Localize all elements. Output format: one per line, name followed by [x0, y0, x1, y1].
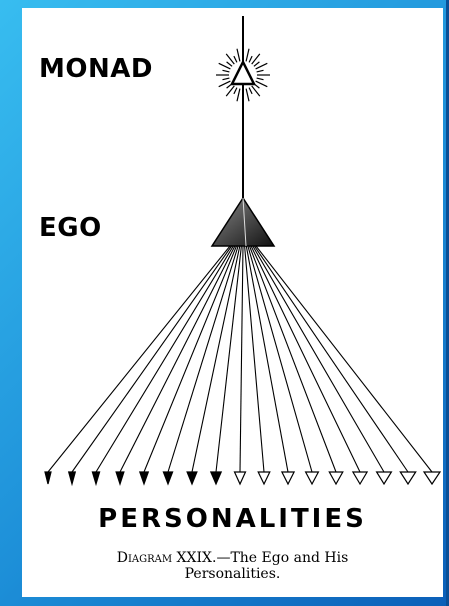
- personality-line: [245, 246, 264, 472]
- radiance-ray: [223, 78, 230, 80]
- personality-arrowhead-icon: [69, 472, 76, 484]
- personality-arrowhead-icon: [353, 472, 367, 484]
- personality-arrowhead-icon: [424, 472, 440, 484]
- personality-line: [254, 246, 408, 472]
- caption-lead: Diagram XXIX.: [117, 550, 217, 566]
- caption-line-1-rest: —The Ego and His: [216, 550, 348, 566]
- personality-arrowhead-icon: [400, 472, 415, 484]
- personality-line: [192, 246, 240, 472]
- personality-arrowheads: [45, 472, 440, 484]
- caption-line-1: Diagram XXIX.—The Ego and His: [22, 550, 443, 566]
- personality-line: [248, 246, 312, 472]
- personalities-label: PERSONALITIES: [22, 506, 443, 532]
- ego-label: EGO: [39, 215, 102, 241]
- personality-arrowhead-icon: [92, 472, 99, 484]
- personality-arrowhead-icon: [187, 472, 197, 484]
- personality-arrowhead-icon: [306, 472, 319, 484]
- personality-arrowhead-icon: [235, 472, 246, 484]
- radiance-ray: [227, 62, 233, 66]
- personality-line: [72, 246, 232, 472]
- personality-line: [240, 246, 243, 472]
- radiance-ray: [246, 49, 249, 62]
- personality-arrowhead-icon: [329, 472, 343, 484]
- personality-line: [253, 246, 384, 472]
- radiance-ray: [257, 78, 264, 80]
- personality-arrowhead-icon: [258, 472, 270, 484]
- personality-arrowhead-icon: [140, 472, 149, 484]
- personality-arrowhead-icon: [211, 472, 221, 484]
- personality-line: [216, 246, 241, 472]
- personality-arrowhead-icon: [163, 472, 172, 484]
- monad-triangle-icon: [232, 62, 254, 84]
- diagram-caption: Diagram XXIX.—The Ego and His Personalit…: [22, 550, 443, 582]
- radiance-ray: [223, 70, 230, 72]
- personality-line: [96, 246, 233, 472]
- radiance-ray: [237, 49, 240, 62]
- radiance-ray: [234, 88, 237, 94]
- radiance-ray: [249, 56, 252, 62]
- personality-lines: [48, 246, 432, 472]
- caption-line-2: Personalities.: [22, 566, 443, 582]
- personality-arrowhead-icon: [45, 472, 51, 484]
- personality-line: [144, 246, 237, 472]
- personality-arrowhead-icon: [377, 472, 392, 484]
- radiance-ray: [254, 62, 260, 66]
- monad-label: MONAD: [39, 56, 153, 82]
- radiance-ray: [234, 56, 237, 62]
- personality-line: [250, 246, 337, 472]
- personality-line: [120, 246, 235, 472]
- radiance-ray: [237, 89, 240, 102]
- personality-arrowhead-icon: [116, 472, 124, 484]
- radiance-ray: [246, 89, 249, 102]
- radiance-ray: [257, 70, 264, 72]
- diagram-plate: MONAD EGO PERSONALITIES Diagram XXIX.—Th…: [22, 8, 443, 597]
- radiance-ray: [249, 88, 252, 94]
- personality-arrowhead-icon: [282, 472, 294, 484]
